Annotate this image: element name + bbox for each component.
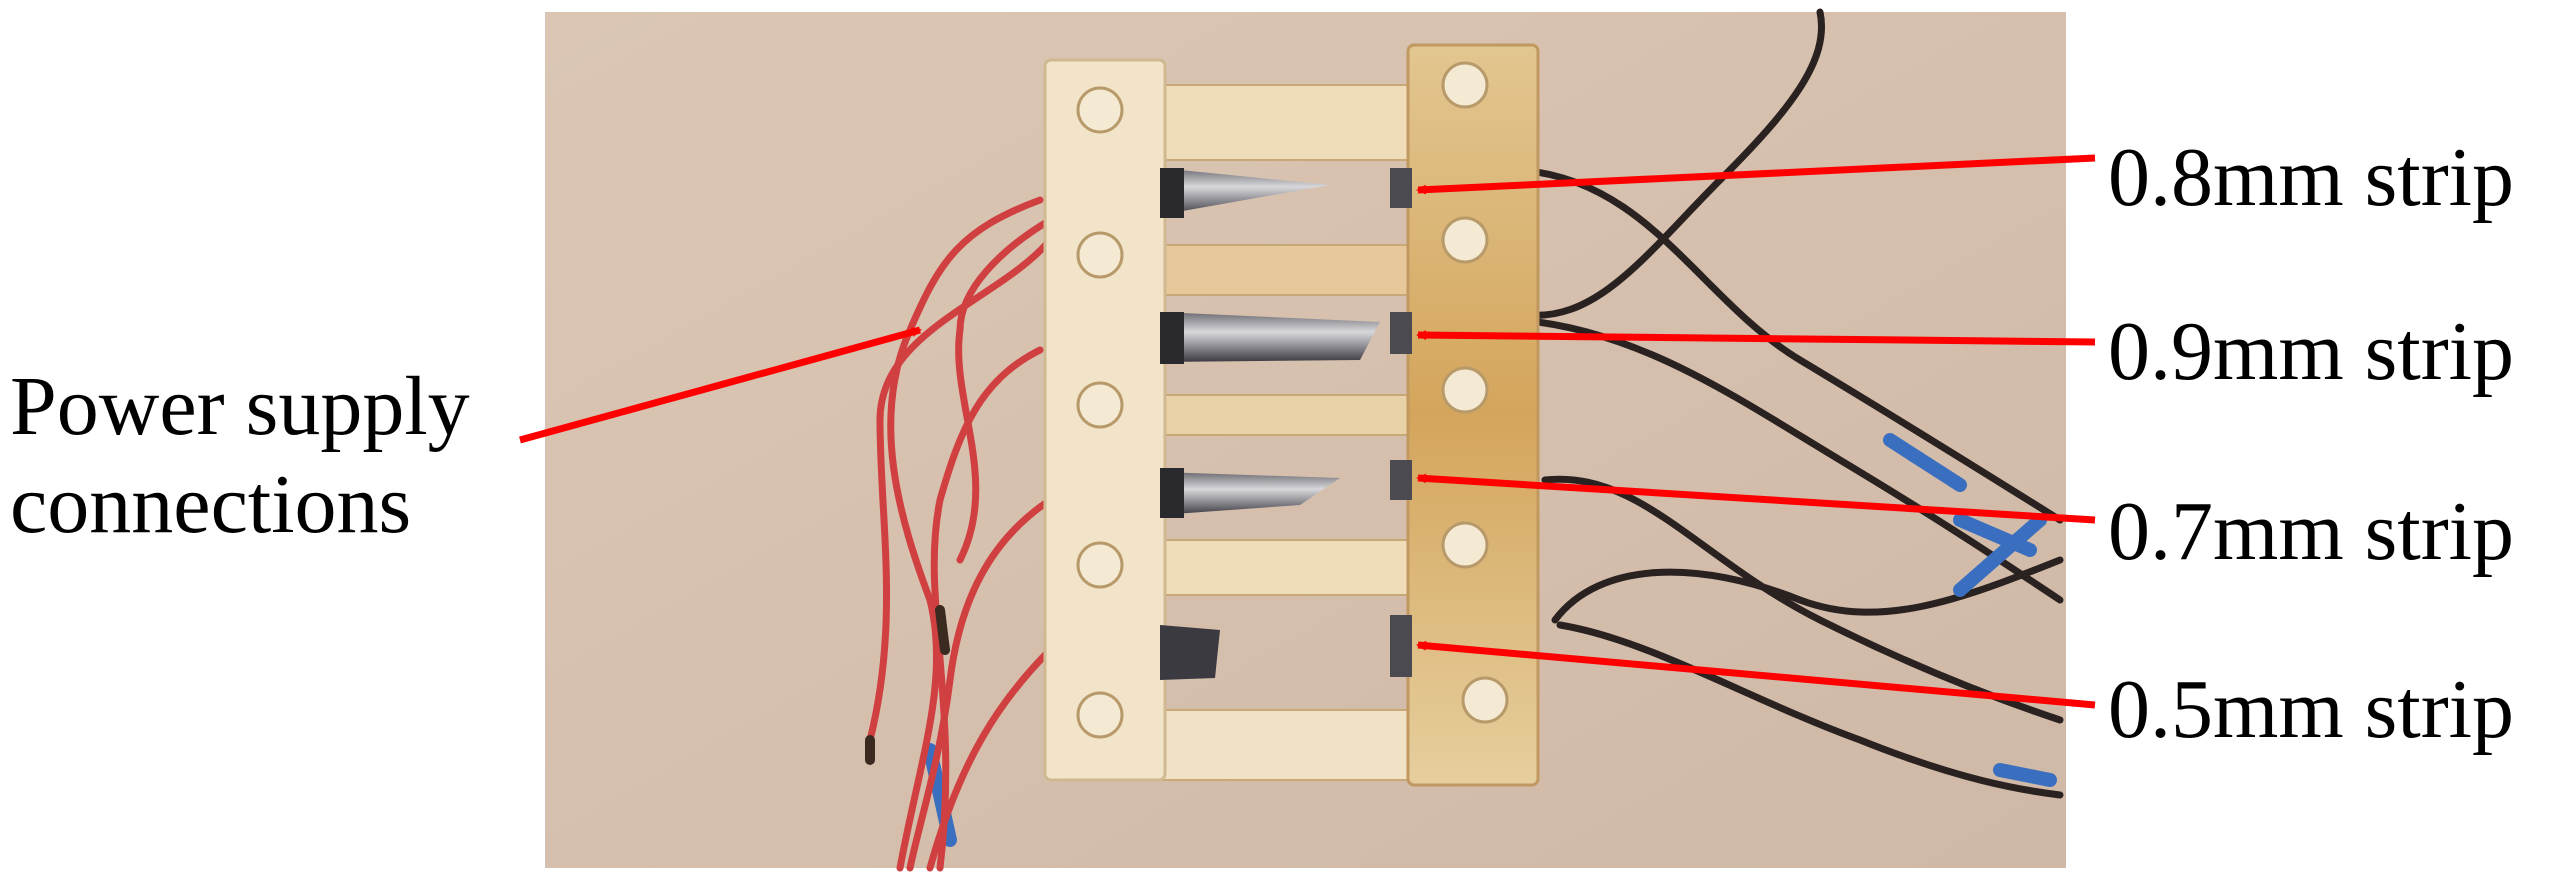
label-strip-08: 0.8mm strip: [2108, 131, 2515, 224]
label-strip-09: 0.9mm strip: [2108, 305, 2515, 398]
arrow-power-supply: [519, 326, 922, 444]
black-wires: [1516, 8, 2064, 799]
label-strip-07: 0.7mm strip: [2108, 485, 2515, 578]
red-wires: [866, 196, 1054, 872]
wire-tips: [865, 605, 950, 765]
label-power-line1: Power supply: [10, 360, 470, 453]
metal-strips: [1160, 168, 1412, 680]
label-power-line2: connections: [10, 458, 412, 551]
arrow-strip-08: [1416, 154, 2096, 195]
arrow-strip-05: [1416, 640, 2096, 709]
arrow-strip-07: [1416, 473, 2096, 524]
label-strip-05: 0.5mm strip: [2108, 663, 2515, 756]
annotation-arrows: [519, 154, 2096, 709]
label-power-supply-connections: Power supply connections: [10, 358, 470, 554]
fixture-bolts: [1076, 61, 1509, 739]
arrow-strip-09: [1416, 330, 2096, 346]
